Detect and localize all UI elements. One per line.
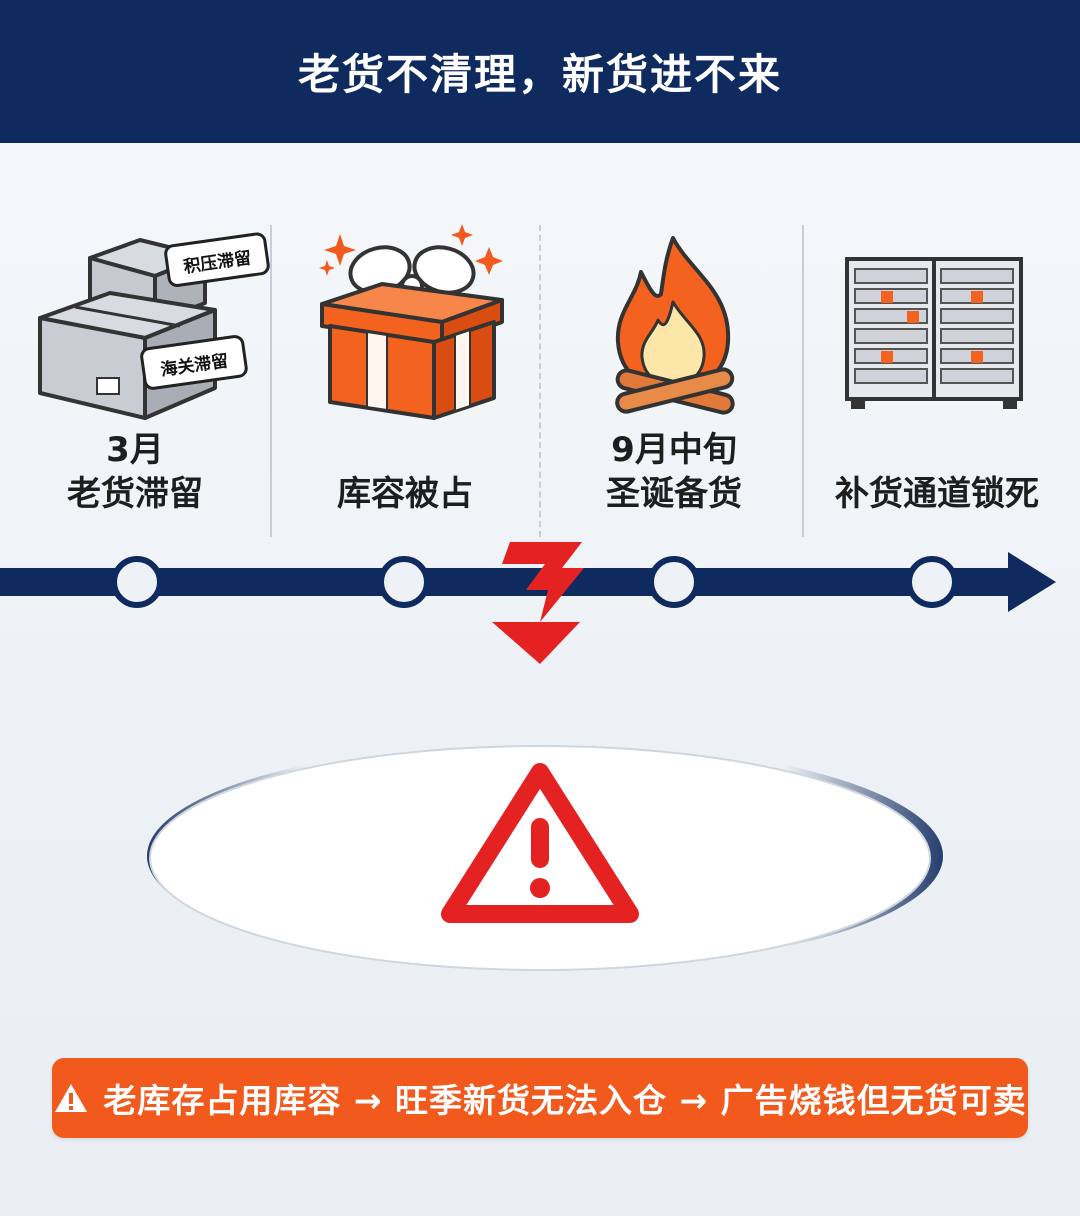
timeline-node-1 — [111, 556, 163, 608]
stage-date-2 — [270, 428, 540, 472]
timeline — [0, 542, 1056, 664]
timeline-node-4 — [906, 556, 958, 608]
stage-divider — [802, 225, 804, 537]
locked-shelving-icon — [845, 257, 1023, 409]
stage-date-3: 9月中旬 — [611, 430, 737, 470]
stage-label-1: 3月 老货滞留 — [0, 428, 270, 516]
gift-box-icon — [319, 224, 504, 420]
stage-title-2: 库容被占 — [337, 474, 473, 514]
stage-date-4 — [802, 428, 1072, 472]
summary-banner: 老库存占用库容 → 旺季新货无法入仓 → 广告烧钱但无货可卖 — [52, 1058, 1028, 1138]
stage-divider-dashed — [539, 225, 541, 537]
tag-1 — [164, 232, 270, 287]
timeline-node-3 — [648, 556, 700, 608]
stage-title-3: 圣诞备货 — [606, 474, 742, 514]
stage-divider — [270, 225, 272, 537]
stage-title-4: 补货通道锁死 — [835, 474, 1039, 514]
stage-label-3: 9月中旬 圣诞备货 — [539, 428, 809, 516]
header-banner: 老货不清理，新货进不来 — [0, 0, 1080, 143]
summary-text: 老库存占用库容 → 旺季新货无法入仓 → 广告烧钱但无货可卖 — [103, 1081, 1027, 1120]
stage-title-1: 老货滞留 — [67, 474, 203, 514]
stage-label-4: 补货通道锁死 — [802, 428, 1072, 516]
warning-small-icon — [55, 1084, 88, 1112]
warning-triangle-icon — [441, 763, 639, 923]
break-bolt-icon — [492, 542, 584, 664]
alert-panel — [147, 742, 943, 971]
timeline-bar — [0, 568, 1020, 596]
stage-label-2: 库容被占 — [270, 428, 540, 516]
stacked-boxes-icon: 积压滞留 海关滞留 — [38, 232, 270, 420]
timeline-node-2 — [378, 556, 430, 608]
page-title: 老货不清理，新货进不来 — [297, 50, 782, 99]
arrow-head-icon — [1008, 552, 1056, 612]
bonfire-icon — [615, 236, 735, 415]
stage-date-1: 3月 — [106, 430, 164, 470]
tag-2 — [140, 335, 248, 390]
